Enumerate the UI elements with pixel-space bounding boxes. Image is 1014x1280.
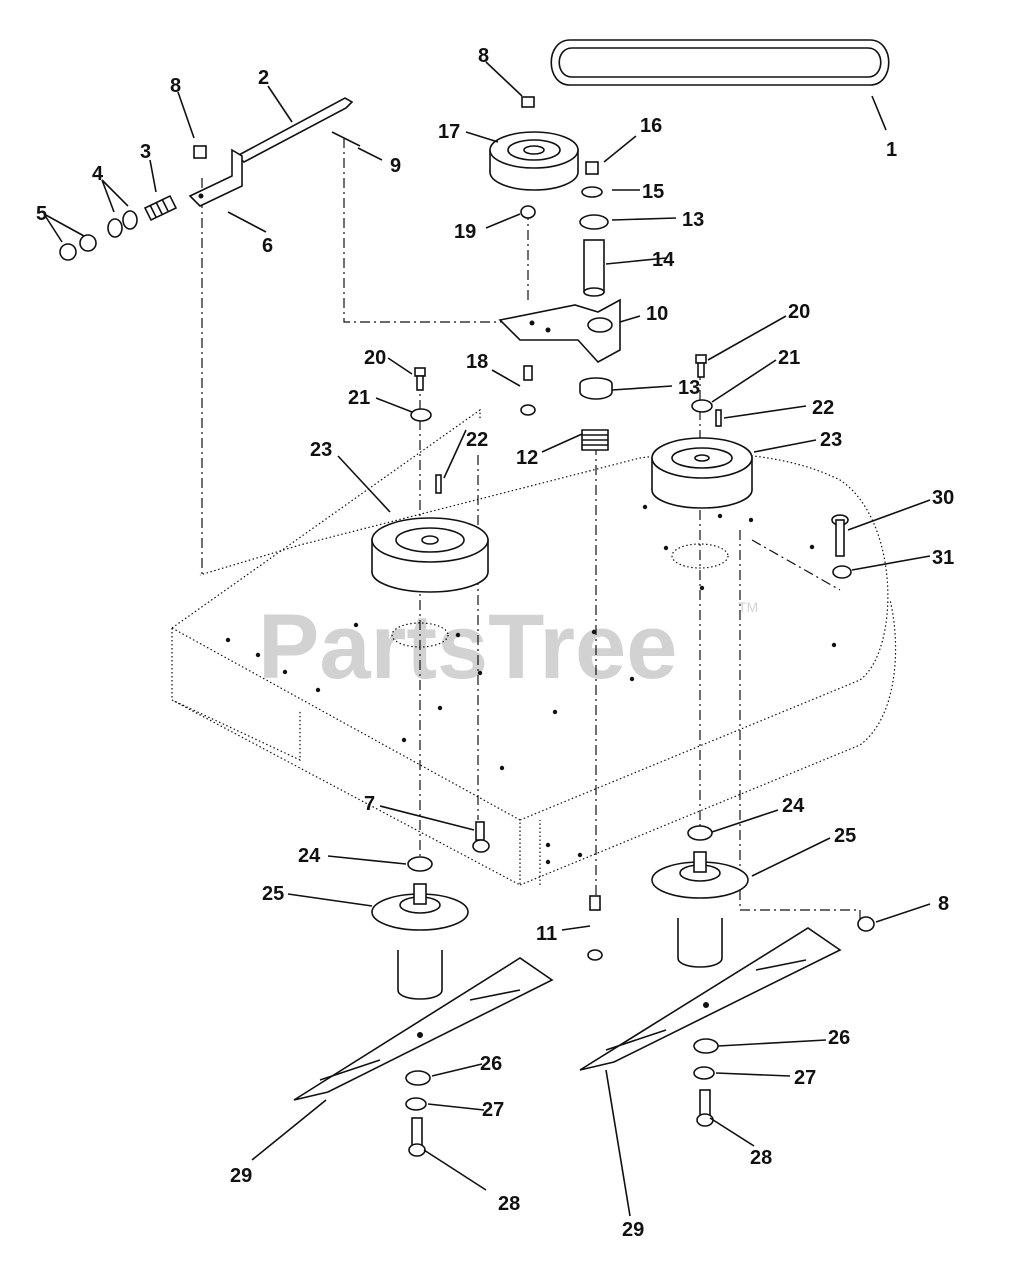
callout-15: 15 [642, 181, 664, 203]
callout-20a: 20 [364, 347, 386, 369]
nuts [59, 234, 97, 261]
callout-1: 1 [886, 139, 897, 161]
callout-5: 5 [36, 203, 47, 225]
callout-18: 18 [466, 351, 488, 373]
small-nut [193, 145, 207, 159]
callout-26a: 26 [480, 1053, 502, 1075]
compression-spring [143, 194, 178, 222]
callout-14: 14 [652, 249, 675, 271]
callout-2: 2 [258, 67, 269, 89]
callout-4: 4 [92, 163, 104, 185]
callout-16: 16 [640, 115, 662, 137]
key-22-right [715, 409, 722, 427]
spacer-24-right [687, 825, 713, 841]
nut-8-right [857, 916, 875, 932]
watermark-tm: TM [738, 599, 758, 615]
washer-27-right [693, 1066, 715, 1080]
callout-25b: 25 [834, 825, 856, 847]
callout-13a: 13 [682, 209, 704, 231]
small-bolt-18 [520, 365, 536, 416]
callout-28a: 28 [498, 1193, 520, 1215]
bolt-7 [472, 821, 490, 853]
spacer-24-left [407, 856, 433, 872]
callout-20b: 20 [788, 301, 810, 323]
leader-lines [43, 61, 931, 1217]
spindle-pulley-left [371, 517, 489, 593]
nut-31 [832, 565, 852, 579]
callout-29a: 29 [230, 1165, 252, 1187]
spring-12 [581, 429, 609, 451]
callout-13b: 13 [678, 377, 700, 399]
callout-21b: 21 [778, 347, 800, 369]
key-22-left [435, 474, 442, 494]
callout-29b: 29 [622, 1219, 644, 1241]
bolt-20-right [695, 354, 707, 378]
callout-8b: 8 [478, 45, 489, 67]
spindle-pulley-right [651, 437, 753, 509]
washers [107, 210, 138, 238]
washer-26-left [405, 1070, 431, 1086]
callout-11: 11 [536, 923, 557, 945]
washer-21-left [410, 408, 432, 422]
callout-7: 7 [364, 793, 375, 815]
washer-26-right [693, 1038, 719, 1054]
spindle-housing-left [371, 883, 469, 1000]
callout-3: 3 [140, 141, 151, 163]
callout-24a: 24 [298, 845, 321, 867]
rod-bracket [188, 148, 243, 207]
callout-23a: 23 [310, 439, 332, 461]
callout-8c: 8 [938, 893, 949, 915]
washer-21-right [691, 399, 713, 413]
mower-deck [171, 408, 897, 886]
bolt-11 [587, 895, 603, 961]
callout-9: 9 [390, 155, 401, 177]
callout-22b: 22 [812, 397, 834, 419]
assembly-lines [201, 138, 861, 920]
bolt-30 [831, 514, 849, 557]
idler-bracket [498, 298, 621, 364]
belt [550, 39, 890, 86]
callout-8a: 8 [170, 75, 181, 97]
callout-23b: 23 [820, 429, 842, 451]
callout-25a: 25 [262, 883, 284, 905]
callout-12: 12 [516, 447, 538, 469]
bushing-stack [579, 161, 613, 400]
callout-27a: 27 [482, 1099, 504, 1121]
bolt-28-right [696, 1089, 714, 1127]
callout-24b: 24 [782, 795, 805, 817]
callout-31: 31 [932, 547, 954, 569]
callout-22a: 22 [466, 429, 488, 451]
bolt-28-left [408, 1117, 426, 1157]
callout-26b: 26 [828, 1027, 850, 1049]
callout-30: 30 [932, 487, 954, 509]
callout-10: 10 [646, 303, 668, 325]
callout-17: 17 [438, 121, 460, 143]
bolt-20-left [414, 367, 426, 391]
watermark-text: PartsTree [258, 596, 677, 698]
callout-28b: 28 [750, 1147, 772, 1169]
callout-labels: 1 2 3 4 5 6 8 8 8 9 10 11 12 13 13 14 15… [36, 45, 954, 1241]
blade-right [579, 927, 842, 1071]
callout-6: 6 [262, 235, 273, 257]
callout-19: 19 [454, 221, 476, 243]
tension-rod [235, 97, 361, 163]
callout-27b: 27 [794, 1067, 816, 1089]
callout-21a: 21 [348, 387, 370, 409]
blade-left [293, 957, 554, 1101]
washer-27-left [405, 1097, 427, 1111]
idler-pulley [489, 96, 579, 219]
spindle-housing-right [651, 851, 749, 968]
